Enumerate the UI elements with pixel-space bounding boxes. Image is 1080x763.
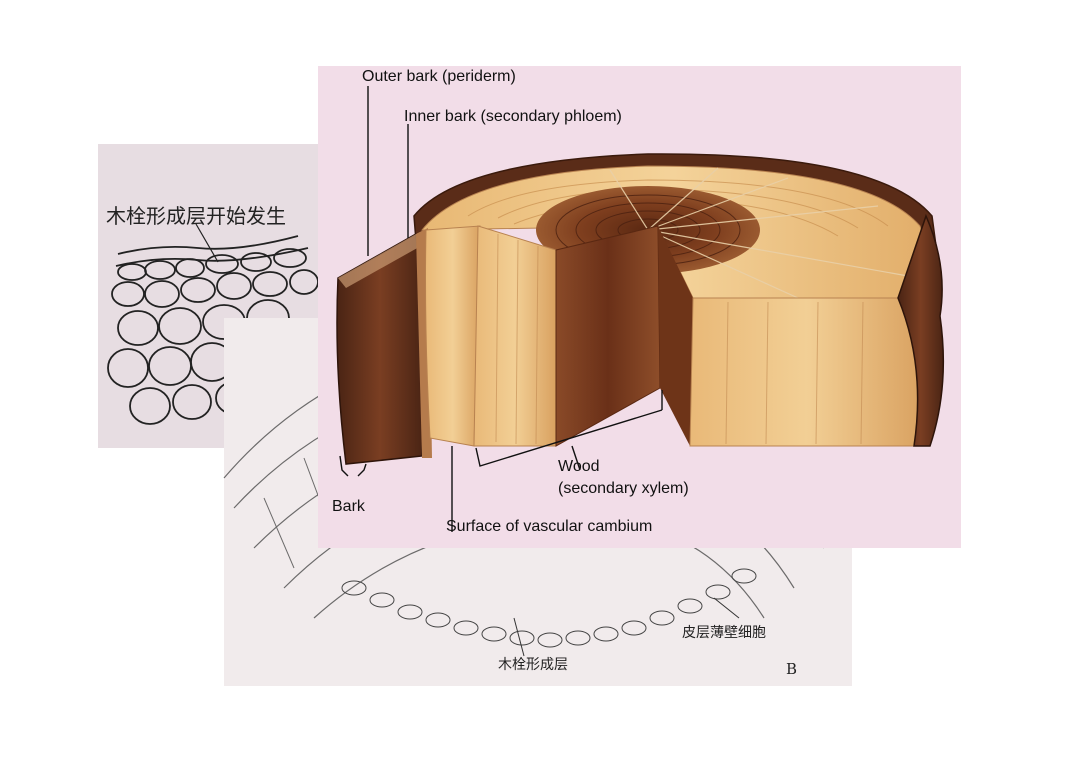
- outer-bark-label: Outer bark (periderm): [362, 68, 516, 85]
- inner-bark-label: Inner bark (secondary phloem): [404, 108, 622, 125]
- wood-label: Wood: [558, 458, 600, 475]
- vascular-cambium-label: Surface of vascular cambium: [446, 518, 653, 535]
- cork-cambium-cell-panel: 木栓形成层开始发生: [98, 144, 320, 448]
- cork-cambium-label: 木栓形成层: [498, 657, 568, 673]
- secondary-xylem-label: (secondary xylem): [558, 480, 689, 497]
- bark-label: Bark: [332, 498, 365, 515]
- trunk-wedge-illustration: [336, 86, 945, 532]
- trunk-section-panel: Outer bark (periderm) Inner bark (second…: [318, 66, 961, 548]
- figure-letter-label: B: [786, 660, 798, 678]
- cortex-parenchyma-label: 皮层薄壁细胞: [682, 625, 766, 641]
